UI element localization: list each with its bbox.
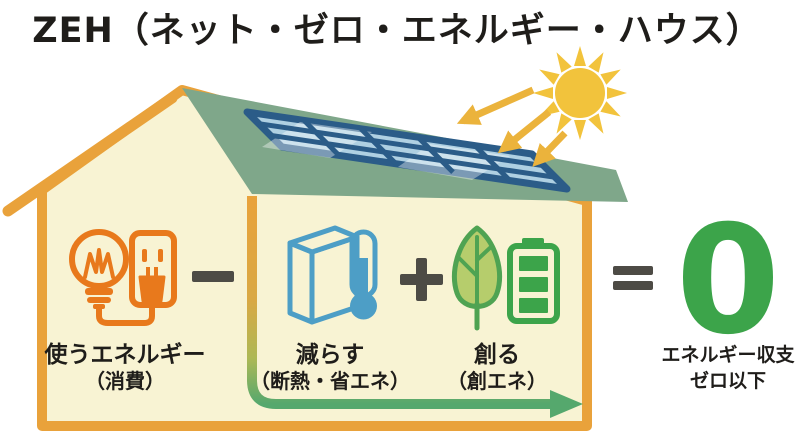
sunlight-arrows: [456, 86, 568, 167]
leaf-icon: [452, 225, 502, 331]
minus-icon: [192, 271, 234, 282]
thermometer-icon: [349, 229, 378, 320]
roof-eave-line: [2, 92, 178, 217]
result-label-line2: ゼロ以下: [690, 369, 766, 392]
consume-sublabel: （消費）: [85, 369, 165, 393]
consume-label: 使うエネルギー: [44, 342, 206, 368]
sun-icon: [533, 46, 627, 140]
result-label-line1: エネルギー収支: [661, 344, 795, 366]
power-outlet-plug-icon: [96, 230, 177, 326]
battery-icon: [507, 238, 560, 324]
lightbulb-icon: [69, 229, 129, 309]
page-title: ZEH（ネット・ゼロ・エネルギー・ハウス）: [32, 11, 762, 51]
solar-panel: [243, 108, 571, 193]
reduce-label: 減らす: [296, 342, 365, 368]
create-sublabel: （創エネ）: [447, 369, 547, 393]
reduce-sublabel: （断熱・省エネ）: [250, 369, 410, 393]
energy-flow-arrow: [247, 196, 583, 418]
equals-icon: [613, 266, 653, 290]
plus-icon: [400, 258, 443, 301]
zero-result-value: 0: [676, 194, 780, 368]
create-label: 創る: [474, 342, 520, 368]
solar-panel-grid: [258, 118, 556, 183]
